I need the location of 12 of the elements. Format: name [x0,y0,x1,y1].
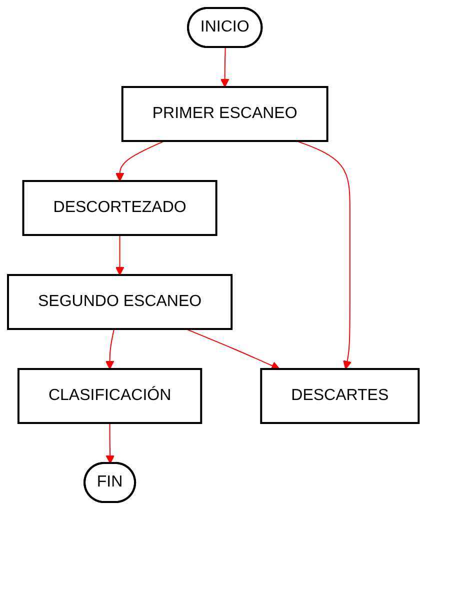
arrow [105,328,115,370]
node-box: SEGUNDO ESCANEO [7,274,233,330]
node-box: DESCORTEZADO [22,180,218,236]
node-box: PRIMER ESCANEO [121,86,328,142]
arrow [296,140,352,370]
arrow [220,47,230,88]
arrow [115,140,165,182]
arrow [115,234,124,276]
arrow [185,328,280,370]
node-box: DESCARTES [260,368,420,424]
arrow [106,422,114,464]
node-box: CLASIFICACIÓN [17,368,202,424]
